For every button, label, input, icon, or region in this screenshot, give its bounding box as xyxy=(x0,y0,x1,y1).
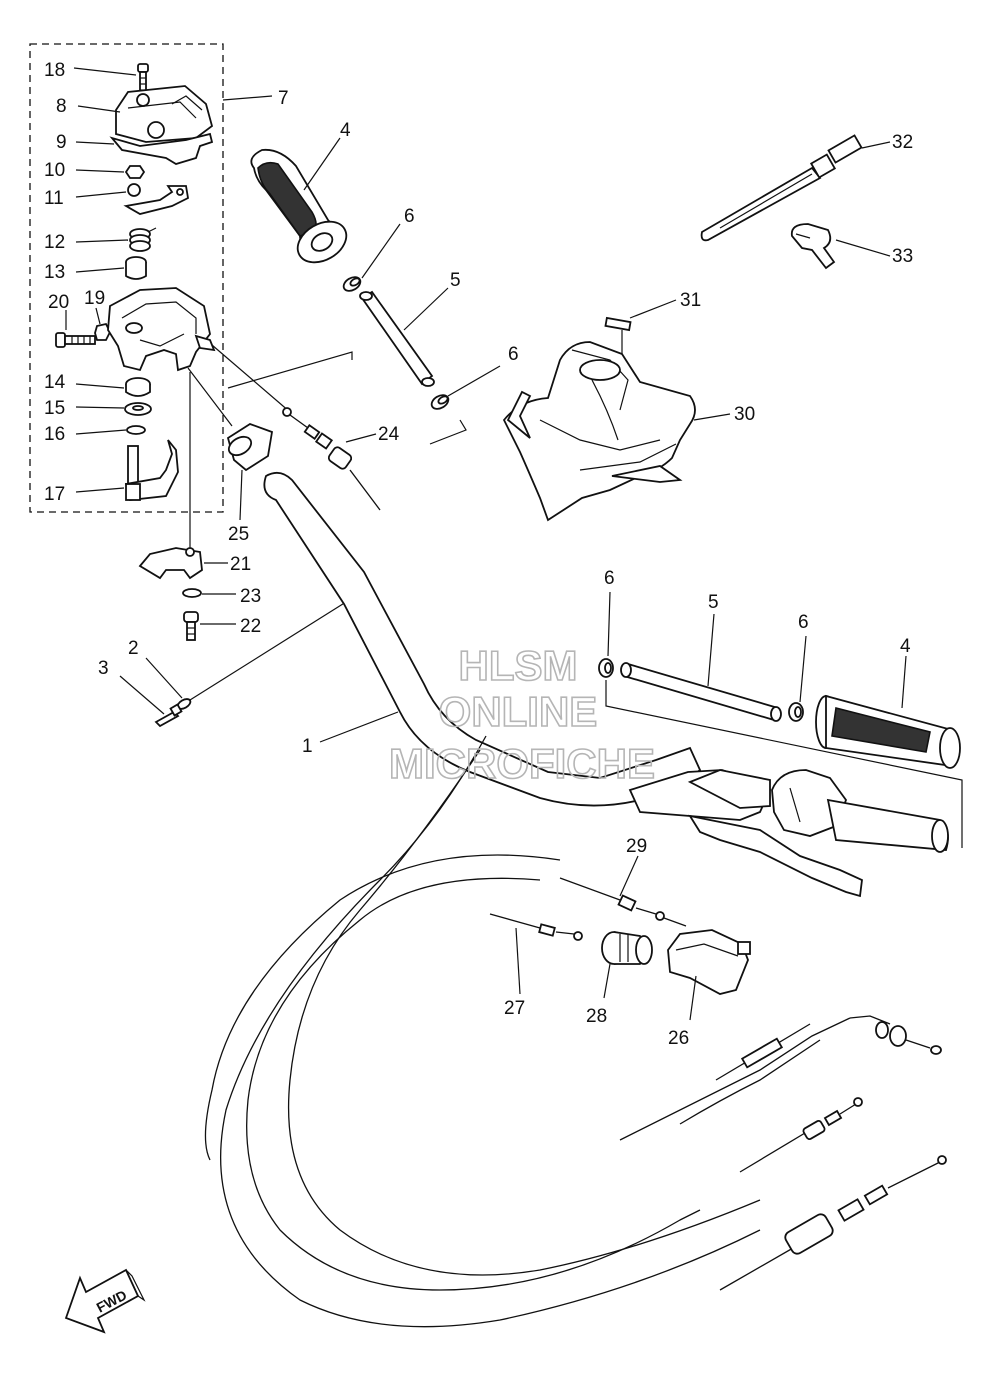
callout-5-right: 5 xyxy=(708,592,719,613)
callout-9: 9 xyxy=(56,132,67,153)
callout-26: 26 xyxy=(668,1028,689,1049)
part-10-nut xyxy=(124,165,146,179)
part-5-bar-end-right xyxy=(620,662,782,722)
part-3-pin xyxy=(154,703,183,728)
part-26-switch xyxy=(667,929,751,995)
part-29-cable xyxy=(559,877,665,921)
part-27-cable xyxy=(489,913,583,941)
callout-13: 13 xyxy=(44,262,65,283)
fwd-arrow-icon: FWD xyxy=(64,1268,146,1334)
callout-28: 28 xyxy=(586,1006,607,1027)
callout-5-top: 5 xyxy=(450,270,461,291)
part-6-weight-top2 xyxy=(430,394,450,410)
part-14-bushing xyxy=(125,377,151,397)
callout-6-a: 6 xyxy=(404,206,415,227)
callout-30: 30 xyxy=(734,404,755,425)
part-4-grip-left xyxy=(250,148,348,264)
control-cables xyxy=(204,735,851,1328)
part-16-washer xyxy=(126,425,146,435)
watermark-line3: MICROFICHE xyxy=(389,740,655,787)
part-24-cable-end xyxy=(282,407,381,511)
watermark-line2: ONLINE xyxy=(439,688,598,735)
throttle-assembly-box xyxy=(29,43,224,513)
callout-19: 19 xyxy=(84,288,105,309)
part-5-bar-end-top xyxy=(359,290,435,387)
part-17-lever xyxy=(124,439,179,501)
part-4-grip-right xyxy=(815,694,961,769)
part-21-clamp xyxy=(138,547,203,580)
callout-labels: 1 2 3 4 4 5 5 6 6 6 6 7 8 9 10 11 12 13 … xyxy=(44,60,913,1049)
part-31-decal xyxy=(604,316,632,332)
part-9-gasket xyxy=(109,132,214,165)
part-6-weight-top xyxy=(342,276,362,292)
part-20-bolt xyxy=(55,332,96,348)
part-15-washer xyxy=(124,402,152,416)
part-6-weight-mid xyxy=(598,658,614,678)
callout-3: 3 xyxy=(98,658,109,679)
callout-25: 25 xyxy=(228,524,249,545)
callout-4-top: 4 xyxy=(340,120,351,141)
part-19-nut xyxy=(94,322,112,341)
callout-27: 27 xyxy=(504,998,525,1019)
callout-32: 32 xyxy=(892,132,913,153)
part-13-collar xyxy=(125,256,147,280)
part-30-hand-guard xyxy=(502,341,696,522)
part-12-spring xyxy=(129,227,157,252)
watermark-line1: HLSM xyxy=(459,642,578,689)
callout-16: 16 xyxy=(44,424,65,445)
callout-21: 21 xyxy=(230,554,251,575)
callout-6-d: 6 xyxy=(798,612,809,633)
callout-24: 24 xyxy=(378,424,400,445)
callout-6-c: 6 xyxy=(604,568,615,589)
callout-7: 7 xyxy=(278,88,289,109)
part-28-adjuster xyxy=(601,931,653,965)
callout-1: 1 xyxy=(302,736,313,757)
callout-29: 29 xyxy=(626,836,647,857)
watermark: HLSM ONLINE MICROFICHE xyxy=(388,641,656,788)
callout-17: 17 xyxy=(44,484,65,505)
callout-10: 10 xyxy=(44,160,65,181)
part-33-clamp xyxy=(790,223,836,270)
callout-11: 11 xyxy=(44,188,64,209)
right-control-assembly xyxy=(628,769,949,898)
callout-8: 8 xyxy=(56,96,67,117)
callout-20: 20 xyxy=(48,292,69,313)
part-32-cable-tie xyxy=(700,134,863,242)
cable-end-2 xyxy=(739,1097,863,1173)
callout-4-right: 4 xyxy=(900,636,911,657)
callout-22: 22 xyxy=(240,616,261,637)
callout-33: 33 xyxy=(892,246,913,267)
part-6-weight-right xyxy=(788,702,804,722)
cable-end-1 xyxy=(715,1015,942,1081)
callout-12: 12 xyxy=(44,232,65,253)
part-22-bolt xyxy=(183,611,199,641)
part-8-cover xyxy=(115,85,214,143)
callout-14: 14 xyxy=(44,372,66,393)
callout-2: 2 xyxy=(128,638,139,659)
throttle-housing xyxy=(107,287,216,372)
callout-31: 31 xyxy=(680,290,701,311)
part-11-lever xyxy=(123,183,189,215)
callout-6-b: 6 xyxy=(508,344,519,365)
callout-23: 23 xyxy=(240,586,261,607)
callout-15: 15 xyxy=(44,398,65,419)
cable-end-3 xyxy=(719,1155,947,1291)
callout-18: 18 xyxy=(44,60,65,81)
part-25-sleeve xyxy=(226,423,274,472)
part-23-washer xyxy=(182,588,202,598)
part-1-handlebar xyxy=(263,471,702,807)
